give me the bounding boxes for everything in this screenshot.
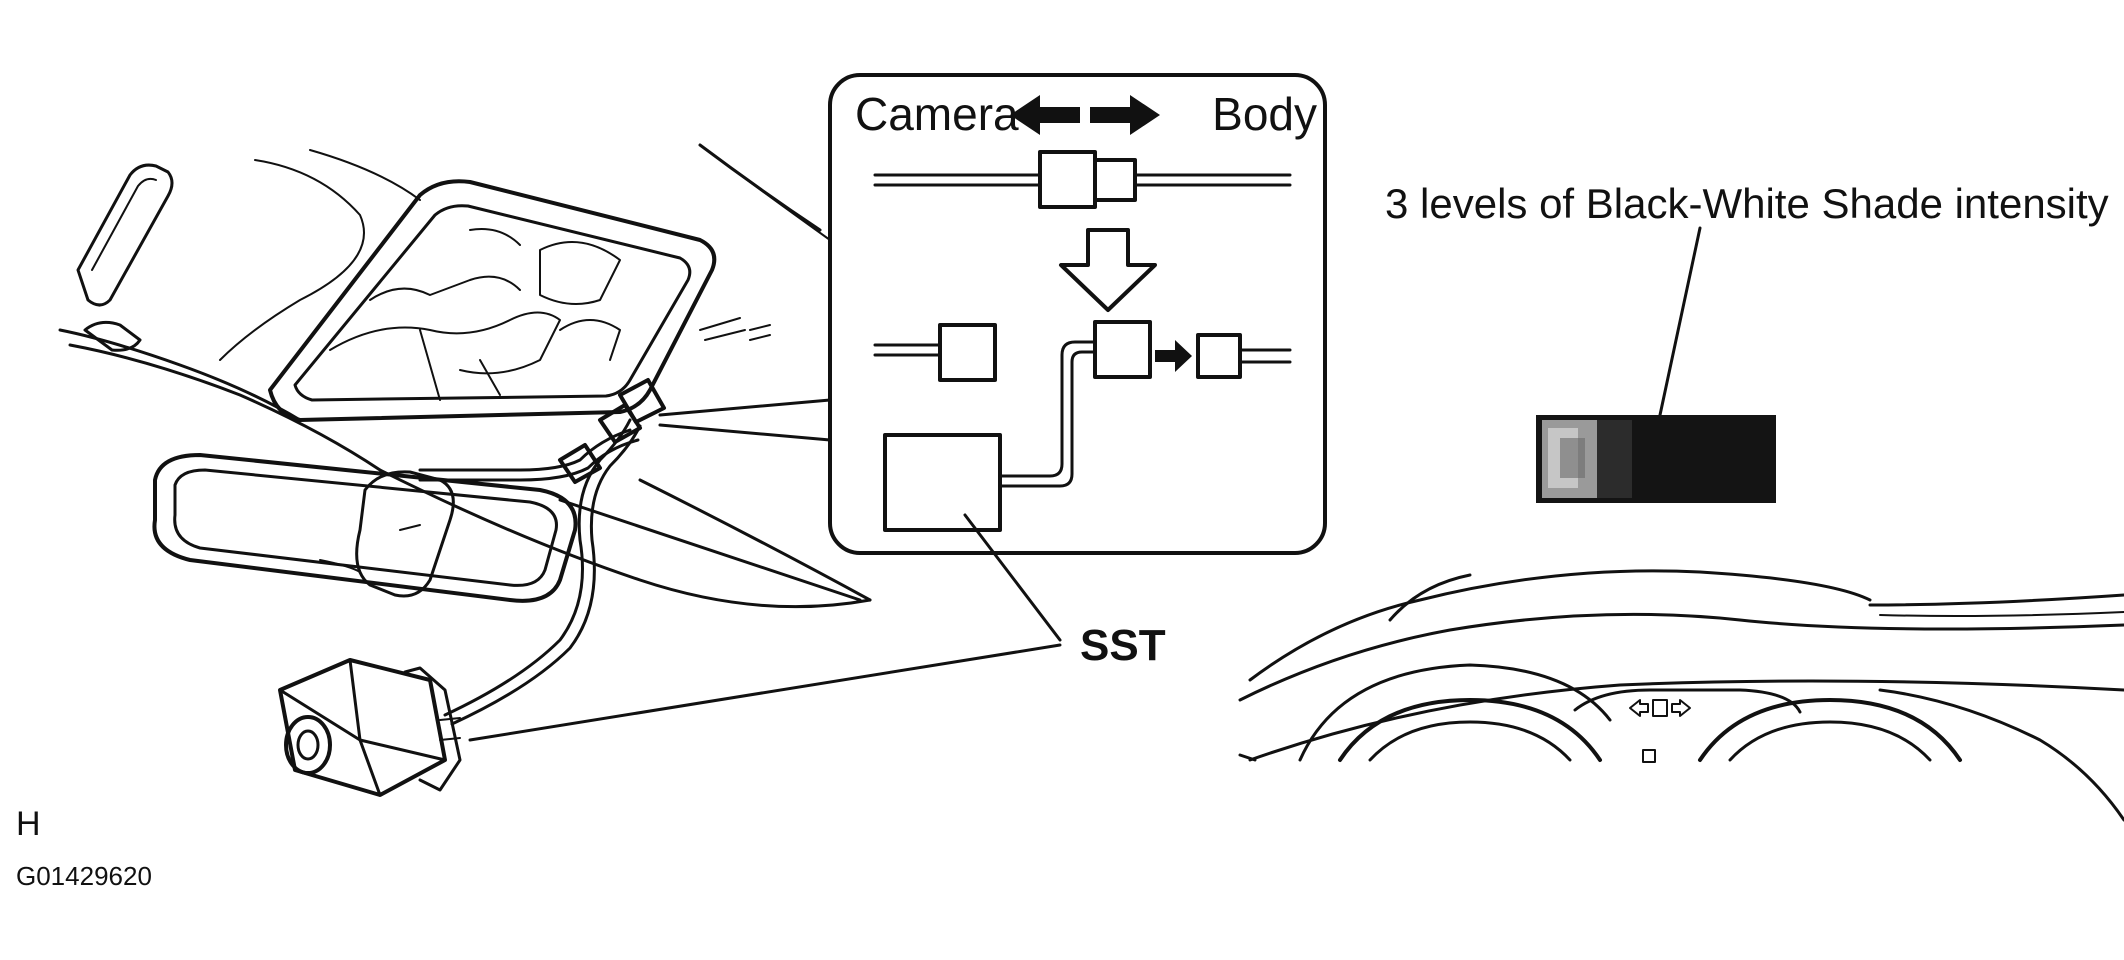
sst-leader-camera — [468, 643, 1062, 742]
body-label: Body — [1212, 88, 1317, 140]
camera-label: Camera — [855, 88, 1019, 140]
rear-view-mirror — [152, 453, 578, 603]
shade-intensity-sample — [1536, 415, 1776, 503]
view-letter: H — [16, 805, 41, 843]
sst-label: SST — [1080, 621, 1166, 670]
sst-callout: SST — [468, 513, 1166, 742]
turn-signal-indicator — [1629, 699, 1691, 717]
sst-leader-inset — [963, 513, 1062, 642]
shade-callout: 3 levels of Black-White Shade intensity — [1385, 180, 2109, 417]
camera-unit — [278, 658, 462, 797]
sst-box — [883, 433, 1002, 532]
dashboard-illustration — [1238, 569, 2124, 822]
arrow-left-icon — [1010, 95, 1080, 135]
small-arrow-right-icon — [1155, 340, 1192, 372]
connector-detail-inset: Camera Body — [658, 73, 1327, 555]
shade-leader — [1658, 226, 1702, 417]
inset-leader-bottom — [658, 423, 832, 442]
vehicle-roof-illustration — [58, 143, 872, 609]
shade-label: 3 levels of Black-White Shade intensity — [1385, 180, 2109, 227]
connected-connector — [873, 150, 1292, 209]
inset-frame — [828, 73, 1327, 555]
separated-connectors — [873, 320, 1292, 532]
indicator-square-icon — [1642, 749, 1656, 763]
figure-code: G01429620 — [16, 861, 152, 891]
arrow-right-icon — [1090, 95, 1160, 135]
wire-harness — [418, 378, 666, 726]
down-arrow-icon — [1059, 228, 1157, 312]
inset-leader-top — [658, 398, 832, 417]
